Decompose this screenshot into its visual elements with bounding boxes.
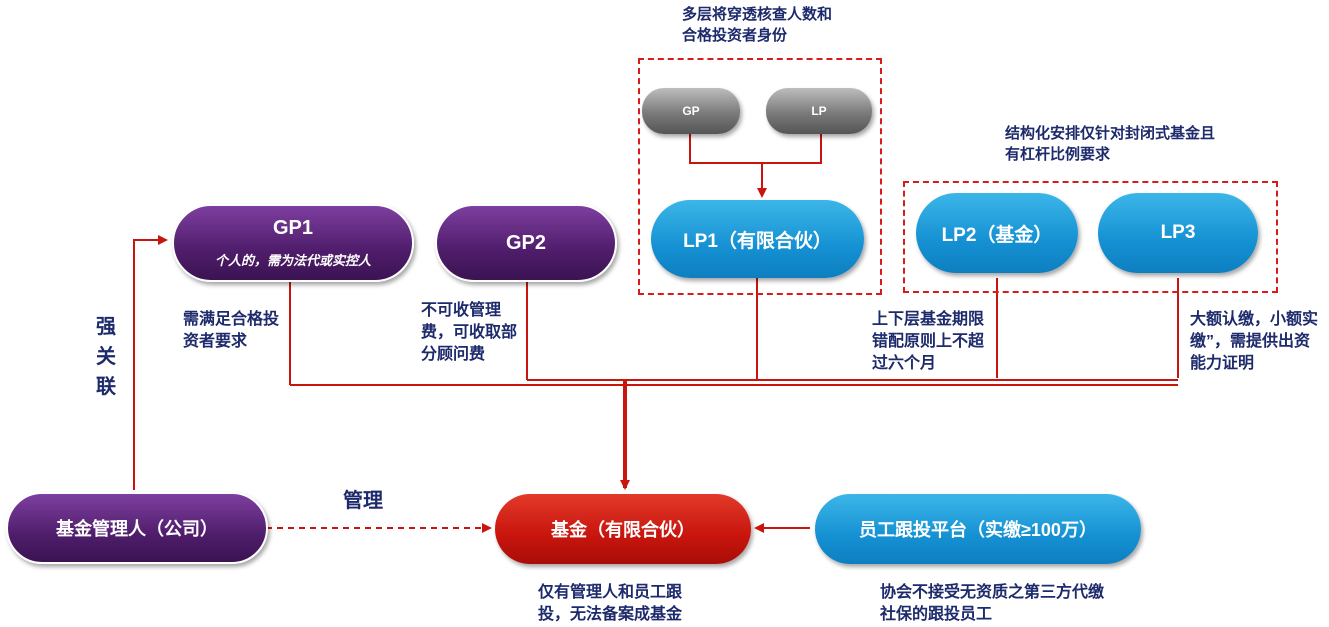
employee-platform-label: 员工跟投平台（实缴≥100万） (859, 520, 1097, 540)
strong-link-line (133, 235, 168, 490)
lp2-period-note: 上下层基金期限错配原则上不超过六个月 (872, 311, 985, 372)
gp-node[interactable]: GP (642, 88, 740, 134)
platform-note: 协会不接受无资质之第三方代缴社保的跟投员工 (880, 584, 1105, 623)
gp2-fee-note: 不可收管理费，可收取部分顾问费 (421, 302, 518, 363)
fund-manager-node[interactable]: 基金管理人（公司） (6, 492, 268, 564)
gp-node-label: GP (682, 104, 700, 118)
fund-manager-label: 基金管理人（公司） (56, 519, 218, 539)
lp1-group-box (638, 58, 882, 295)
lp3-payment-note: 大额认缴，小额实缴”，需提供出资能力证明 (1190, 311, 1319, 372)
lp-node-label: LP (811, 104, 827, 118)
strong-link-label: 强关联 (96, 316, 116, 398)
lp1-node[interactable]: LP1（有限合伙） (651, 200, 864, 278)
fund-label: 基金（有限合伙） (551, 520, 695, 540)
lp2-node[interactable]: LP2（基金） (916, 193, 1078, 273)
lp1-label: LP1（有限合伙） (683, 230, 832, 252)
gp1-sublabel: 个人的，需为法代或实控人 (214, 253, 371, 268)
fund-node[interactable]: 基金（有限合伙） (495, 494, 751, 564)
structured-note: 结构化安排仅针对封闭式基金且有杠杆比例要求 (1005, 125, 1216, 163)
gp2-label: GP2 (505, 231, 547, 254)
lp2-label: LP2（基金） (941, 224, 1053, 246)
gp2-node[interactable]: GP2 (435, 204, 617, 282)
gp1-label: GP1 (272, 217, 314, 239)
gp1-requirement-note: 需满足合格投资者要求 (183, 311, 280, 350)
fund-note: 仅有管理人和员工跟投，无法备案成基金 (538, 584, 683, 623)
manage-label: 管理 (343, 490, 383, 512)
penetration-note: 多层将穿透核查人数和合格投资者身份 (682, 6, 833, 44)
gp-connector (689, 133, 762, 164)
lp3-label: LP3 (1160, 222, 1196, 243)
lp-connector (762, 133, 822, 164)
lp3-node[interactable]: LP3 (1098, 193, 1258, 273)
lp-node[interactable]: LP (766, 88, 872, 134)
employee-platform-node[interactable]: 员工跟投平台（实缴≥100万） (815, 494, 1141, 564)
gp1-node[interactable]: GP1 个人的，需为法代或实控人 (172, 204, 414, 282)
lp2-lp3-group-box (903, 181, 1278, 293)
